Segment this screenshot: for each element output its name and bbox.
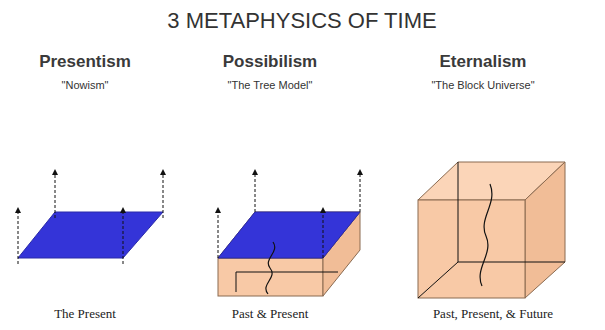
presentism-figure [18, 172, 163, 264]
possibilism-figure [218, 172, 360, 296]
model-nickname: "The Block Universe" [431, 79, 534, 91]
time-arrow [218, 210, 219, 258]
time-arrows [18, 172, 163, 264]
model-nickname: "Nowism" [62, 79, 109, 91]
hidden-edges [418, 162, 565, 298]
present-plane [218, 212, 360, 258]
model-heading: Presentism [39, 52, 131, 72]
label-slot: Eternalism [440, 52, 527, 72]
label-slot: "The Block Universe" [431, 75, 534, 93]
time-span-caption: The Present [54, 306, 116, 322]
hidden-edge [236, 272, 237, 292]
past-block-front [218, 258, 323, 296]
past-block-top [218, 212, 360, 258]
hidden-edge [458, 262, 565, 263]
hidden-edges [236, 272, 338, 292]
hidden-edge [236, 272, 338, 273]
time-arrows [218, 172, 360, 258]
time-arrow [123, 210, 124, 264]
time-span-caption: Past, Present, & Future [433, 306, 553, 322]
present-plane [18, 212, 163, 258]
model-nickname: "The Tree Model" [228, 79, 313, 91]
time-span-caption: Past & Present [232, 306, 309, 322]
hidden-edge [458, 162, 459, 262]
label-slot: Presentism [39, 52, 131, 72]
block-side [525, 162, 565, 298]
time-arrow [18, 210, 19, 264]
block-front [418, 200, 525, 298]
label-slot: Past, Present, & Future [433, 304, 553, 322]
eternalism-figure [418, 162, 565, 298]
world-line [480, 184, 492, 286]
diagram-title: 3 METAPHYSICS OF TIME [167, 8, 436, 34]
label-slot: The Present [54, 304, 116, 322]
label-slot: "Nowism" [62, 75, 109, 93]
hidden-edge [418, 262, 458, 298]
label-slot: "The Tree Model" [228, 75, 313, 93]
time-arrow [55, 172, 56, 218]
world-line [266, 242, 275, 294]
label-slot: Possibilism [223, 52, 317, 72]
time-arrow [163, 172, 164, 218]
title-slot: 3 METAPHYSICS OF TIME [167, 8, 436, 34]
time-arrow [255, 172, 256, 212]
model-heading: Eternalism [440, 52, 527, 72]
label-slot: Past & Present [232, 304, 309, 322]
time-arrow [360, 172, 361, 212]
model-heading: Possibilism [223, 52, 317, 72]
time-arrow [323, 210, 324, 258]
